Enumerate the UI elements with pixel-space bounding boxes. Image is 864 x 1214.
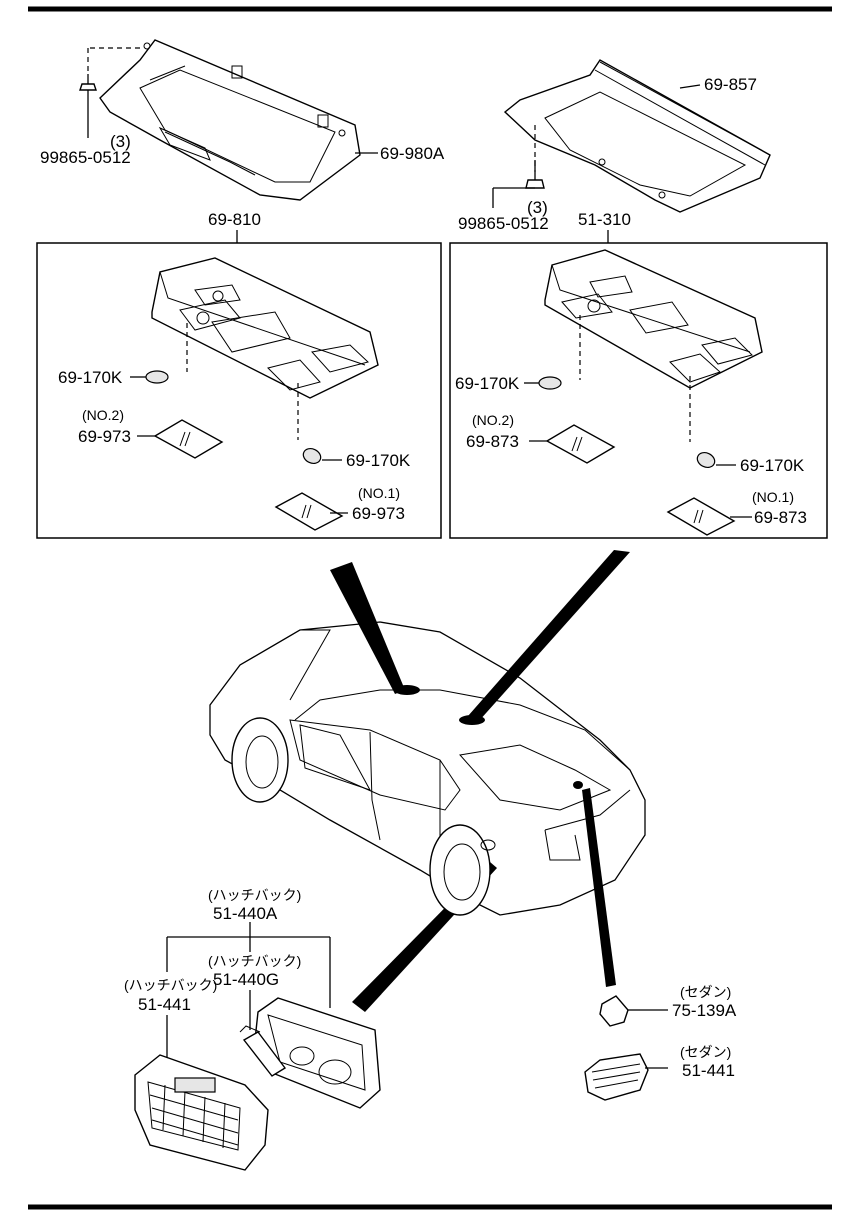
label-lens-left-no2-tag: (NO.2) xyxy=(82,407,124,423)
label-bulb-left-2: 69-170K xyxy=(346,451,411,470)
overhead-console-right-drawing xyxy=(544,249,763,389)
label-sedan-lens-tag: (セダン) xyxy=(680,1044,731,1060)
label-bulb-left-1: 69-170K xyxy=(58,368,123,387)
label-lens-left-no1: 69-973 xyxy=(352,504,405,523)
car-drawing xyxy=(209,621,646,916)
lens-right-no2-drawing xyxy=(545,424,616,464)
bulb-icon xyxy=(538,376,562,390)
bulb-icon xyxy=(145,370,169,384)
hatch-bulb-drawing xyxy=(239,1025,287,1077)
label-lens-right-no1: 69-873 xyxy=(754,508,807,527)
lens-left-no2-drawing xyxy=(153,419,224,459)
roof-trim-left-drawing xyxy=(99,39,361,201)
sedan-bulb-drawing xyxy=(599,995,640,1027)
lens-right-no1-drawing xyxy=(666,497,736,536)
label-console-left: 69-810 xyxy=(208,210,261,229)
label-hatch-housing-tag: (ハッチバック) xyxy=(208,953,301,969)
box-console-right xyxy=(449,242,828,539)
label-sedan-lens: 51-441 xyxy=(682,1061,735,1080)
label-trim-right: 69-857 xyxy=(704,75,757,94)
label-sedan-bulb: 75-139A xyxy=(672,1001,737,1020)
label-lens-right-no2-tag: (NO.2) xyxy=(472,412,514,428)
label-screw-left: 99865-0512 xyxy=(40,148,131,167)
label-sedan-bulb-tag: (セダン) xyxy=(680,984,731,1000)
label-hatch-housing: 51-440G xyxy=(213,970,279,989)
label-screw-qty-right: (3) xyxy=(527,198,548,217)
label-trim-left: 69-980A xyxy=(380,144,445,163)
label-hatch-lens: 51-441 xyxy=(138,995,191,1014)
label-screw-right: 99865-0512 xyxy=(458,214,549,233)
hatch-lens-drawing xyxy=(134,1054,269,1171)
pointer-left xyxy=(330,562,405,694)
sedan-lens-drawing xyxy=(584,1053,649,1101)
screw-icon xyxy=(525,160,545,189)
box-console-left xyxy=(36,242,442,539)
screw-icon xyxy=(79,74,97,104)
label-bulb-right-1: 69-170K xyxy=(455,374,520,393)
lens-left-no1-drawing xyxy=(274,492,344,531)
label-hatch-assy-tag: (ハッチバック) xyxy=(208,887,301,903)
label-screw-qty-left: (3) xyxy=(110,132,131,151)
roof-trim-right-drawing xyxy=(503,59,771,213)
label-hatch-lens-tag: (ハッチバック) xyxy=(124,977,217,993)
label-lens-left-no1-tag: (NO.1) xyxy=(358,485,400,501)
bulb-icon xyxy=(696,452,716,468)
bulb-icon xyxy=(302,448,322,464)
overhead-console-left-drawing xyxy=(151,257,379,399)
label-lens-right-no2: 69-873 xyxy=(466,432,519,451)
label-hatch-assy: 51-440A xyxy=(213,904,278,923)
label-lens-right-no1-tag: (NO.1) xyxy=(752,489,794,505)
pointer-right xyxy=(468,550,630,722)
label-lens-left-no2: 69-973 xyxy=(78,427,131,446)
label-console-right: 51-310 xyxy=(578,210,631,229)
label-bulb-right-2: 69-170K xyxy=(740,456,805,475)
